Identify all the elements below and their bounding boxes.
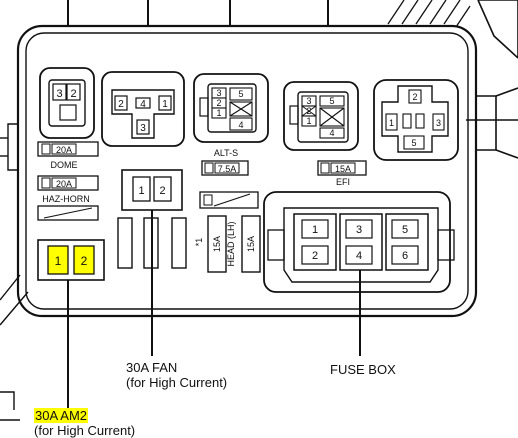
relay-2-pin: 4 [140, 99, 146, 110]
fuse-box-slot: 5 [402, 224, 408, 236]
relay-4-pin: 4 [329, 128, 334, 138]
relay-4-pin: 1 [306, 116, 311, 126]
fan-callout-title: 30A FAN [126, 360, 178, 375]
relay-2-pin: 1 [162, 99, 168, 110]
efi-label: EFI [336, 177, 350, 187]
right-bracket [466, 87, 518, 159]
haz-horn-label: HAZ-HORN [42, 194, 90, 204]
fan-callout: 30A FAN (for High Current) [126, 360, 227, 390]
efi-fuse: 15A EFI [317, 160, 367, 187]
relay-3: 3 2 1 5 4 [193, 73, 269, 143]
am2-pin: 1 [55, 254, 62, 268]
relay-3-pin: 2 [216, 98, 221, 108]
leader-lines [67, 210, 361, 408]
haz-horn-rating: 20A [56, 179, 72, 189]
relay-4: 3 2 1 5 4 [283, 81, 359, 151]
relay-1: 3 2 [39, 67, 95, 139]
am2-callout-title: 30A AM2 [34, 408, 89, 423]
relay-4-pin: 3 [306, 96, 311, 106]
housing-inner [25, 32, 469, 310]
am2-30a-fuse: 1 2 [37, 239, 105, 281]
dome-fuse: 20A DOME [37, 141, 99, 170]
relay-5: 2 1 3 5 [373, 79, 459, 161]
fuse-box-slot: 2 [312, 250, 318, 262]
relay-2-pin: 2 [118, 99, 124, 110]
dome-label: DOME [51, 160, 78, 170]
efi-rating: 15A [335, 164, 351, 174]
relay-4-pin: 2 [306, 106, 311, 116]
relay-1-pin: 2 [70, 88, 76, 100]
am2-callout: 30A AM2 (for High Current) [34, 408, 135, 438]
fuse-box-slot: 6 [402, 250, 408, 262]
relay-1-pin: 3 [56, 88, 62, 100]
relay-5-pin: 5 [411, 138, 416, 148]
relay-5-pin: 2 [412, 92, 417, 102]
fan-pin: 2 [159, 185, 165, 197]
fan-30a-fuse: 1 2 [121, 169, 183, 211]
housing-outer [16, 24, 478, 318]
relay-3-pin: 3 [216, 88, 221, 98]
relay-5-pin: 1 [389, 118, 394, 128]
fuse-box: 1 3 5 2 4 6 [263, 191, 455, 293]
fan-callout-note: (for High Current) [126, 375, 228, 390]
mount-bracket [477, 0, 518, 59]
alt-s-rating: 7.5A [218, 164, 237, 174]
fuse-box-callout: FUSE BOX [330, 362, 396, 377]
head-lh-rating: 15A [246, 236, 256, 252]
relay-2-pin: 3 [140, 123, 146, 134]
alt-s-label: ALT-S [214, 148, 238, 158]
am2-pin: 2 [81, 254, 88, 268]
relay-3-pin: 4 [238, 120, 243, 130]
fuse-box-slot: 1 [312, 224, 318, 236]
haz-horn-fuse: 20A HAZ-HORN [37, 175, 99, 221]
vertical-slots [117, 215, 261, 273]
hatch-marks [387, 0, 471, 28]
star-note: *1 [194, 238, 204, 247]
fuse-box-slot: 4 [356, 250, 362, 262]
dome-rating: 20A [56, 145, 72, 155]
top-wires [67, 0, 329, 26]
head-lh-label: HEAD (LH) [226, 221, 236, 266]
am2-callout-note: (for High Current) [34, 423, 136, 438]
relay-3-pin: 5 [238, 89, 243, 99]
fan-pin: 1 [138, 185, 144, 197]
relay-4-pin: 5 [329, 96, 334, 106]
relay-2: 2 4 1 3 [101, 71, 185, 147]
alt-s-fuse: ALT-S 7.5A [201, 148, 249, 176]
head-rh-rating: 15A [212, 236, 222, 252]
relay-3-pin: 1 [216, 108, 221, 118]
relay-5-pin: 3 [436, 118, 441, 128]
spare-fuse-slot [199, 191, 259, 209]
fuse-box-slot: 3 [356, 224, 362, 236]
left-edge [0, 123, 29, 421]
